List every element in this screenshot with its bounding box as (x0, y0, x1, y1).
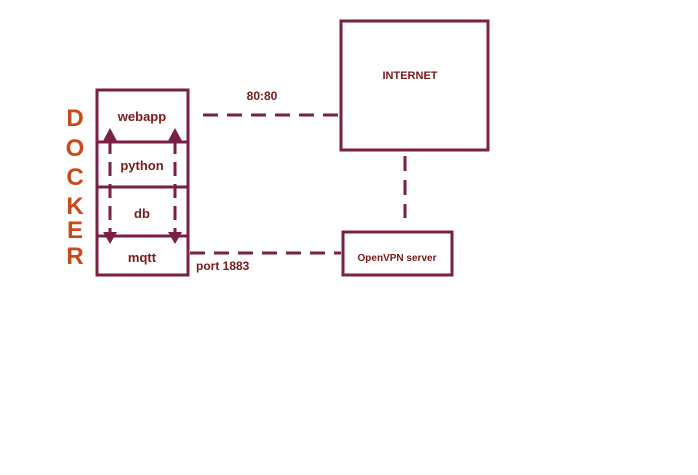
left-arrow-up-head (103, 128, 117, 141)
openvpn-box (341, 230, 454, 277)
docker-letter-o: O (66, 135, 85, 162)
python-label: python (120, 158, 163, 173)
docker-letter-r: R (66, 243, 83, 270)
docker-letter-c: C (66, 164, 83, 191)
db-label: db (134, 206, 150, 221)
right-arrow-up-head (168, 128, 182, 141)
internet-label: INTERNET (383, 70, 438, 82)
webapp-label: webapp (117, 109, 166, 124)
docker-label: D O C K E R (66, 105, 85, 270)
stack-arrows (103, 128, 182, 244)
docker-letter-k: K (66, 193, 84, 220)
stack-outline (95, 88, 190, 277)
port-80-label: 80:80 (247, 89, 278, 103)
internet-box (339, 19, 490, 152)
left-arrow-down-head (103, 232, 117, 244)
docker-letter-e: E (67, 217, 83, 244)
docker-letter-d: D (66, 105, 83, 132)
right-arrow-down-head (168, 232, 182, 244)
openvpn-label: OpenVPN server (358, 253, 437, 264)
port-1883-label: port 1883 (196, 259, 250, 273)
mqtt-label: mqtt (128, 250, 157, 265)
